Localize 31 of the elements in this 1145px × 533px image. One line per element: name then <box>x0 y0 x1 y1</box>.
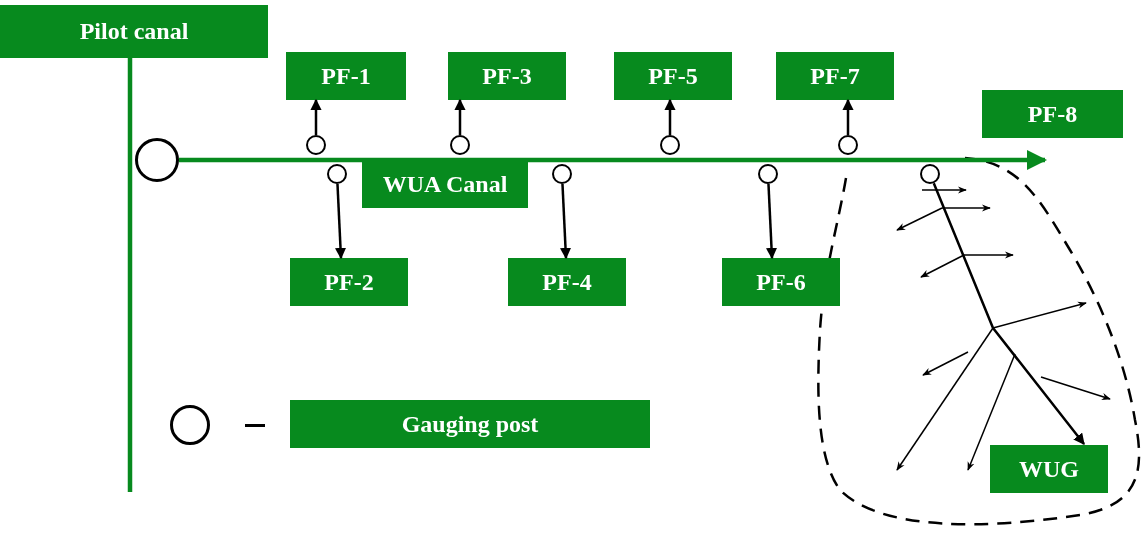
gauging-post-circle <box>552 164 572 184</box>
arrow <box>559 183 572 260</box>
arrow <box>310 98 322 135</box>
arrow <box>334 183 347 260</box>
gauging-post-circle <box>920 164 940 184</box>
gauging-post-circle <box>135 138 179 182</box>
arrow <box>765 183 778 260</box>
gauging-post-circle <box>306 135 326 155</box>
canal-label-box: PF-1 <box>286 52 406 100</box>
canal-label-box: PF-4 <box>508 258 626 306</box>
legend-label: Gauging post <box>290 400 650 448</box>
arrow <box>842 98 854 135</box>
canal-line <box>127 58 133 492</box>
canal-label-box: PF-2 <box>290 258 408 306</box>
canal-label-box: PF-8 <box>982 90 1123 138</box>
arrow <box>932 182 1085 445</box>
gauging-post-circle <box>327 164 347 184</box>
canal-label-box: PF-3 <box>448 52 566 100</box>
arrow <box>454 98 466 135</box>
canal-label-box: WUG <box>990 445 1108 493</box>
canal-label-box: PF-5 <box>614 52 732 100</box>
gauging-post-circle <box>838 135 858 155</box>
canal-line <box>179 149 1048 171</box>
canal-label-box: WUA Canal <box>362 160 528 208</box>
canal-label-box: PF-7 <box>776 52 894 100</box>
canal-label-box: PF-6 <box>722 258 840 306</box>
gauging-post-circle <box>660 135 680 155</box>
gauging-post-circle <box>450 135 470 155</box>
canal-name-box: Pilot canal <box>0 5 268 58</box>
gauging-post-circle <box>758 164 778 184</box>
arrow <box>664 98 676 135</box>
